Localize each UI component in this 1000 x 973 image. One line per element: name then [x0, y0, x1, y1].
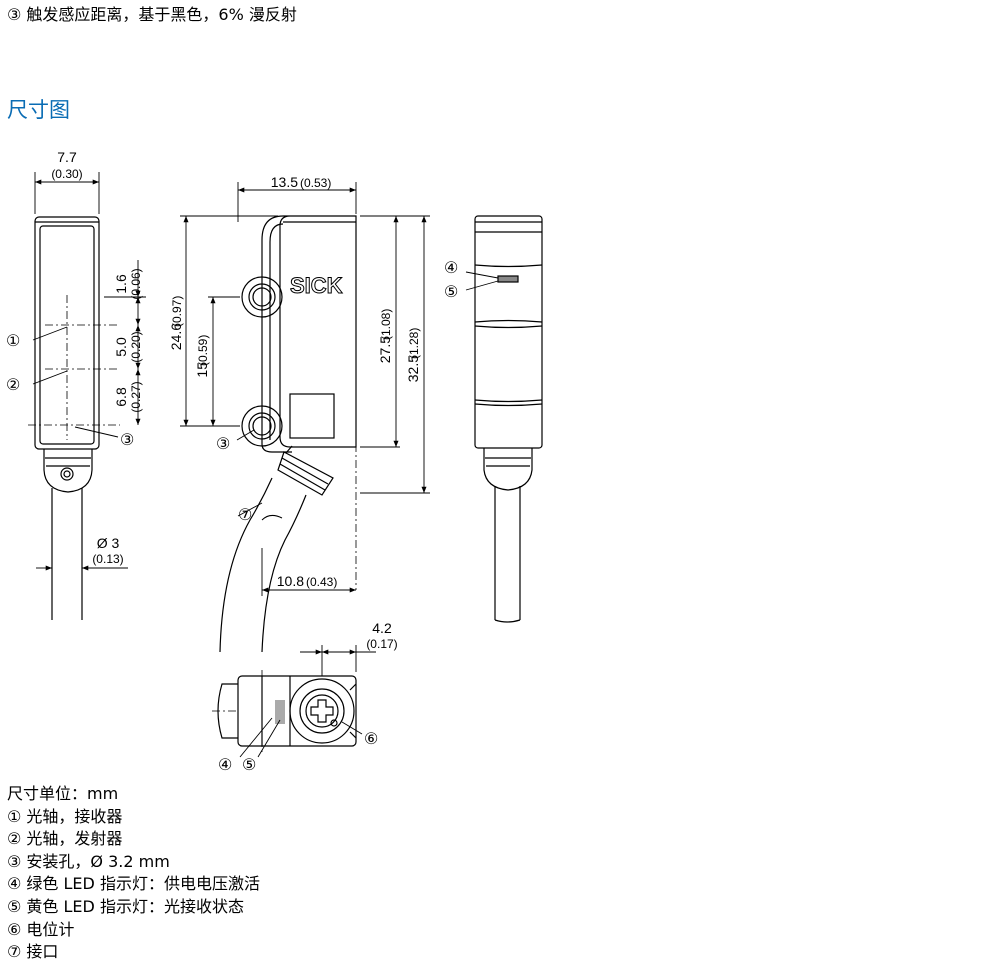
dim-27-5: 27.5 — [377, 336, 393, 363]
dim-cable: Ø 3 — [97, 535, 120, 551]
legend-item-4: ④ 绿色 LED 指示灯：供电电压激活 — [7, 874, 260, 894]
dim-27-5-inch: (1.08) — [379, 309, 393, 340]
legend-item-2: ② 光轴，发射器 — [7, 829, 123, 849]
rear-view — [465, 215, 543, 623]
callout-4-top: ④ — [218, 757, 232, 774]
front-view-dimensions — [32, 172, 146, 572]
legend-unit: 尺寸单位：mm — [7, 784, 119, 803]
dim-5-0: 5.0 — [113, 337, 129, 357]
dim-1-6: 1.6 — [113, 274, 129, 294]
dim-10-8-inch: (0.43) — [306, 575, 337, 589]
callout-1: ① — [6, 333, 20, 350]
dimension-drawing: 7.7 (0.30) 1.6 (0.06) 5.0 (0.20) 6.8 (0.… — [6, 149, 543, 774]
dim-cable-inch: (0.13) — [92, 552, 123, 566]
callout-4-rear: ④ — [444, 260, 458, 277]
top-note: ③ 触发感应距离，基于黑色，6% 漫反射 — [7, 5, 297, 24]
callout-5-top: ⑤ — [242, 757, 256, 774]
callout-7: ⑦ — [238, 507, 252, 524]
callout-6: ⑥ — [364, 731, 378, 748]
legend-item-3: ③ 安装孔，Ø 3.2 mm — [7, 851, 170, 871]
side-view — [219, 215, 357, 653]
top-view-dimensions — [239, 645, 376, 758]
legend-item-5: ⑤ 黄色 LED 指示灯：光接收状态 — [7, 896, 244, 916]
dim-1-6-inch: (0.06) — [129, 268, 143, 299]
dim-32-5: 32.5 — [405, 355, 421, 382]
brand-logo: SICK — [290, 273, 343, 298]
dim-6-8-inch: (0.27) — [129, 381, 143, 412]
legend-item-1: ① 光轴，接收器 — [7, 806, 123, 826]
legend: 尺寸单位：mm ① 光轴，接收器 ② 光轴，发射器 ③ 安装孔，Ø 3.2 mm… — [7, 783, 260, 964]
callout-5-rear: ⑤ — [444, 284, 458, 301]
dim-width-top-inch: (0.30) — [51, 167, 82, 181]
callout-3-side: ③ — [216, 436, 230, 453]
dim-width-top: 7.7 — [57, 149, 77, 165]
dim-15: 15 — [194, 362, 210, 378]
top-view — [212, 670, 357, 752]
dim-32-5-inch: (1.28) — [407, 328, 421, 359]
dim-4-2: 4.2 — [372, 620, 392, 636]
legend-item-7: ⑦ 接口 — [7, 942, 59, 962]
dim-10-8: 10.8 — [277, 573, 304, 589]
side-view-dimensions — [180, 182, 430, 596]
dim-5-0-inch: (0.20) — [129, 331, 143, 362]
front-view — [28, 216, 120, 620]
legend-item-6: ⑥ 电位计 — [7, 919, 75, 939]
dim-24-6: 24.6 — [168, 323, 184, 350]
dim-13-5: 13.5 — [271, 174, 298, 190]
section-title: 尺寸图 — [7, 98, 70, 122]
callout-2: ② — [6, 377, 20, 394]
dim-6-8: 6.8 — [113, 387, 129, 407]
dim-13-5-inch: (0.53) — [300, 176, 331, 190]
dim-15-inch: (0.59) — [196, 335, 210, 366]
dim-24-6-inch: (0.97) — [170, 296, 184, 327]
dim-4-2-inch: (0.17) — [366, 637, 397, 651]
callout-3-front: ③ — [120, 432, 134, 449]
